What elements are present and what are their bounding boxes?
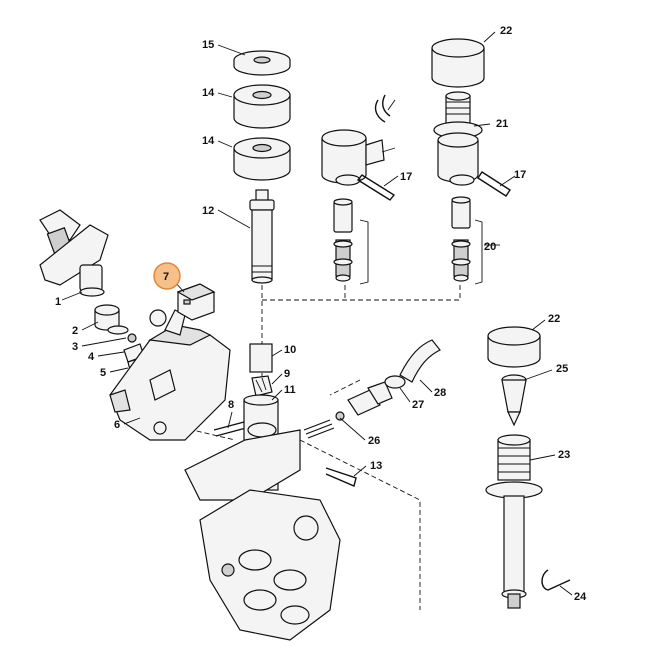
valve-cap-22-top[interactable] (431, 38, 485, 88)
label-26[interactable]: 26 (368, 435, 380, 447)
seal-22-lower[interactable] (487, 326, 541, 368)
label-7[interactable]: 7 (163, 271, 169, 283)
label-17a[interactable]: 17 (400, 171, 412, 183)
piston-12[interactable] (249, 189, 275, 284)
label-3[interactable]: 3 (72, 341, 78, 353)
label-23[interactable]: 23 (558, 449, 570, 461)
label-25[interactable]: 25 (556, 363, 568, 375)
label-28[interactable]: 28 (434, 387, 446, 399)
label-12[interactable]: 12 (202, 205, 214, 217)
label-9[interactable]: 9 (284, 368, 290, 380)
label-1[interactable]: 1 (55, 296, 61, 308)
label-24[interactable]: 24 (574, 591, 587, 603)
label-2[interactable]: 2 (72, 325, 78, 337)
valve-insert-left[interactable] (333, 198, 353, 282)
label-22a[interactable]: 22 (500, 25, 512, 37)
label-20[interactable]: 20 (484, 241, 496, 253)
clip-17-left[interactable] (356, 174, 396, 201)
seal-14-upper[interactable] (233, 84, 291, 129)
clip-13[interactable] (325, 467, 357, 487)
leader-lines (61, 31, 573, 596)
washer-15[interactable] (233, 50, 291, 76)
shaft-assembly-1[interactable] (39, 209, 109, 297)
tube-23[interactable] (485, 434, 543, 609)
label-13[interactable]: 13 (370, 460, 382, 472)
label-14b[interactable]: 14 (202, 135, 215, 147)
pin-8[interactable] (213, 421, 247, 437)
clamp-27[interactable] (384, 375, 406, 389)
clip-17-right[interactable] (477, 171, 511, 197)
clip-16-left[interactable] (374, 94, 391, 123)
spring-10[interactable] (249, 343, 273, 373)
label-17b[interactable]: 17 (514, 169, 526, 181)
hose-28[interactable] (399, 339, 441, 383)
housing-6[interactable] (109, 309, 231, 441)
label-5[interactable]: 5 (100, 367, 106, 379)
label-14a[interactable]: 14 (202, 87, 215, 99)
label-6[interactable]: 6 (114, 419, 120, 431)
label-10[interactable]: 10 (284, 344, 296, 356)
clip-24[interactable] (541, 569, 571, 591)
part-labels: 15 14 14 12 17 17 20 21 22 22 25 23 24 1… (55, 25, 587, 603)
ball-26[interactable] (335, 411, 345, 421)
label-21[interactable]: 21 (496, 118, 508, 130)
valve-body-21[interactable] (433, 91, 483, 186)
valve-25[interactable] (501, 374, 527, 427)
label-15[interactable]: 15 (202, 39, 214, 51)
fitting-26[interactable] (347, 381, 393, 416)
ball-3[interactable] (127, 333, 137, 343)
oring-2b[interactable] (107, 325, 129, 335)
label-4[interactable]: 4 (88, 351, 95, 363)
label-8[interactable]: 8 (228, 399, 234, 411)
label-22b[interactable]: 22 (548, 313, 560, 325)
microswitch-7[interactable] (176, 283, 216, 321)
pump-housing[interactable] (184, 394, 341, 641)
valve-insert-right[interactable] (451, 196, 471, 282)
highlight-marker (153, 262, 181, 290)
spring-26[interactable] (303, 419, 335, 439)
valve-cap-left[interactable] (321, 129, 385, 186)
valve-9[interactable] (251, 375, 273, 397)
seal-14-lower[interactable] (233, 137, 291, 181)
label-11[interactable]: 11 (284, 384, 296, 396)
label-27[interactable]: 27 (412, 399, 424, 411)
